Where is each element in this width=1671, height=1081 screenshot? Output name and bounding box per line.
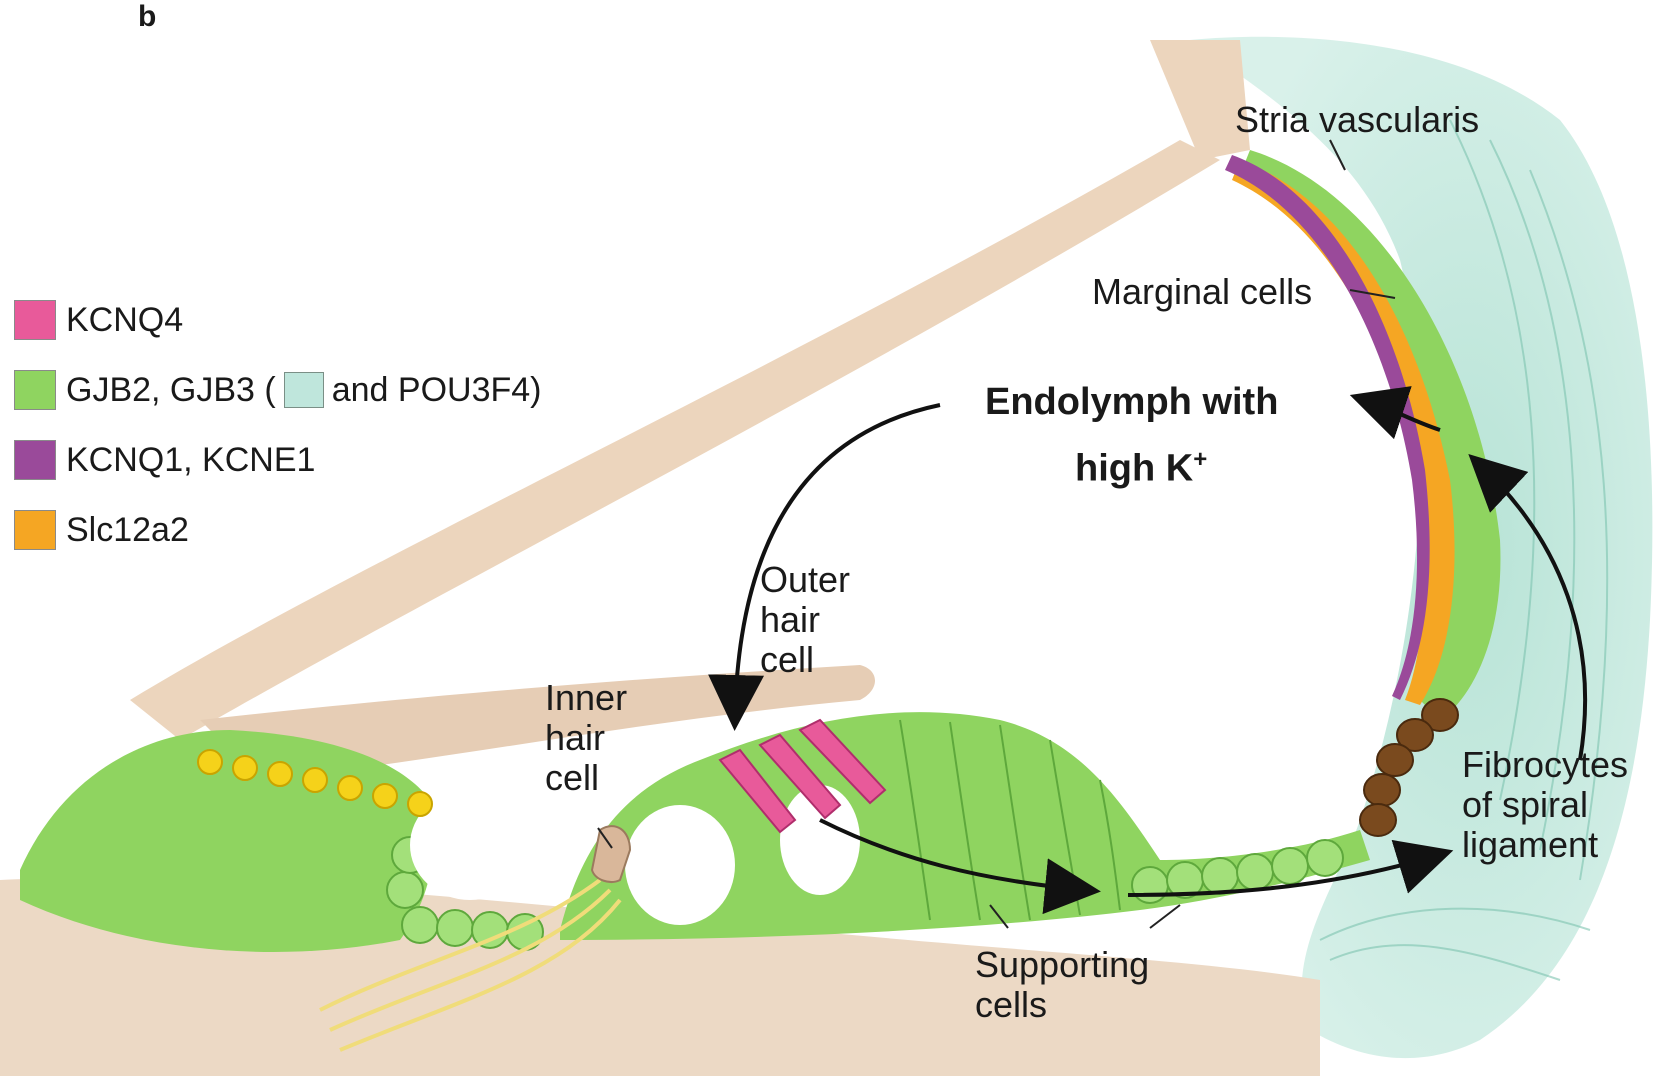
endolymph-text: high K	[1075, 448, 1193, 490]
outer-line-1: Outer	[760, 560, 850, 600]
inner-line-3: cell	[545, 758, 627, 798]
spiral-limbus	[20, 730, 434, 952]
label-outer-hair-cell: Outer hair cell	[760, 560, 850, 680]
legend-label-gjb-before: GJB2, GJB3 (	[66, 371, 276, 410]
fibrocytes-line-1: Fibrocytes	[1462, 745, 1628, 785]
endolymph-superscript: +	[1193, 446, 1207, 473]
label-endolymph-line2: high K+	[1075, 436, 1207, 493]
supporting-line-1: Supporting	[975, 945, 1149, 985]
legend: KCNQ4 GJB2, GJB3 ( and POU3F4) KCNQ1, KC…	[14, 285, 542, 565]
label-stria-vascularis: Stria vascularis	[1235, 100, 1479, 140]
fibrocytes-line-3: ligament	[1462, 825, 1628, 865]
legend-swatch-kcnq4	[14, 300, 56, 340]
legend-swatch-gjb	[14, 370, 56, 410]
panel-letter: b	[138, 0, 156, 34]
label-fibrocytes: Fibrocytes of spiral ligament	[1462, 745, 1628, 865]
legend-item-kcnq4: KCNQ4	[14, 285, 542, 355]
legend-item-slc12a2: Slc12a2	[14, 495, 542, 565]
legend-swatch-slc12a2	[14, 510, 56, 550]
supporting-line-2: cells	[975, 985, 1149, 1025]
label-endolymph-line1: Endolymph with	[985, 378, 1278, 426]
legend-swatch-pou3f4	[284, 372, 324, 408]
legend-swatch-kcnq1	[14, 440, 56, 480]
inner-line-2: hair	[545, 718, 627, 758]
label-marginal-cells: Marginal cells	[1092, 272, 1312, 312]
outer-line-2: hair	[760, 600, 850, 640]
label-supporting-cells: Supporting cells	[975, 945, 1149, 1025]
legend-item-kcnq1: KCNQ1, KCNE1	[14, 425, 542, 495]
legend-label-gjb-after: and POU3F4)	[332, 371, 542, 410]
label-inner-hair-cell: Inner hair cell	[545, 678, 627, 798]
legend-label-kcnq1: KCNQ1, KCNE1	[66, 441, 315, 480]
inner-line-1: Inner	[545, 678, 627, 718]
legend-item-gjb: GJB2, GJB3 ( and POU3F4)	[14, 355, 542, 425]
outer-line-3: cell	[760, 640, 850, 680]
legend-label-kcnq4: KCNQ4	[66, 301, 183, 340]
fibrocytes-line-2: of spiral	[1462, 785, 1628, 825]
tunnel-of-corti	[625, 805, 735, 925]
legend-label-slc12a2: Slc12a2	[66, 511, 189, 550]
